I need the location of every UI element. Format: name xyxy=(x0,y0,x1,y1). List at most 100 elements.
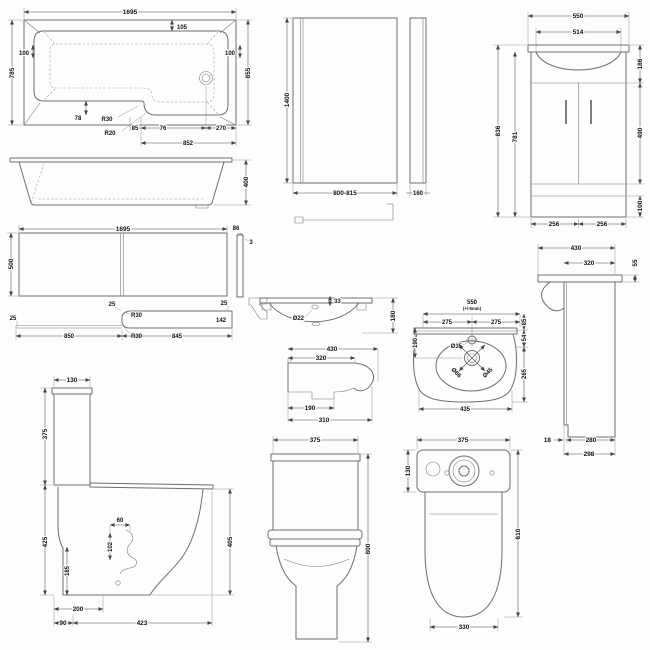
dim-vside-worktop: 55 xyxy=(632,259,639,267)
dim-vanity-plinth: 100 xyxy=(637,200,644,211)
vanity-front-dimensions: 550 514 836 781 186 490 100 256 256 xyxy=(493,12,645,229)
dim-tfront-width: 375 xyxy=(310,437,321,444)
screen-dimensions: 1400 800-815 160 xyxy=(283,17,430,198)
dim-tside-trap-width: 60 xyxy=(117,518,124,524)
dim-bfront-tap-offset: 33 xyxy=(334,299,341,305)
dim-bside-projection: 310 xyxy=(319,417,330,424)
dim-bath-depth-left: 785 xyxy=(9,67,16,78)
dim-bplan-edge-c: 265 xyxy=(522,368,528,379)
toilet-front-view: 375 800 xyxy=(267,436,373,643)
dim-bplan-back: 190 xyxy=(413,337,419,348)
panel-front-geometry xyxy=(18,232,244,298)
dim-tside-outlet: 200 xyxy=(73,606,84,613)
dim-vanity-height: 836 xyxy=(495,125,502,136)
dim-tplan-pan-width: 330 xyxy=(459,624,470,631)
dim-panel-edge: 86 xyxy=(233,226,240,232)
basin-side-dimensions: 430 320 190 310 xyxy=(287,345,379,425)
dim-screen-width: 800-815 xyxy=(333,190,357,197)
dim-panel-lip-mid: 25 xyxy=(109,302,116,308)
panel-plan-dimensions: 25 25 25 R30 R30 142 850 845 xyxy=(8,300,233,341)
dim-bside-ledge: 320 xyxy=(316,355,327,362)
bath-plan-geometry xyxy=(23,19,237,126)
basin-side-view: 430 320 190 310 xyxy=(287,345,379,425)
dim-vside-depth: 430 xyxy=(571,245,582,252)
shower-screen-view: 1400 800-815 160 xyxy=(283,17,430,224)
dim-tplan-width: 375 xyxy=(458,437,469,444)
panel-plan-geometry xyxy=(15,297,268,329)
dim-tside-cistern-depth: 130 xyxy=(67,377,78,384)
toilet-plan-geometry xyxy=(416,449,511,618)
dim-bath-radius-outer: R30 xyxy=(101,117,113,123)
dim-bside-depth: 430 xyxy=(327,346,338,353)
dim-panel-radius-top: R30 xyxy=(131,313,143,319)
dim-bath-waste-end: 270 xyxy=(216,126,227,132)
dim-tfront-height: 800 xyxy=(365,543,372,554)
dim-vside-door: 18 xyxy=(544,437,552,444)
dim-panel-lip-left: 25 xyxy=(10,316,17,322)
dim-panel-radius-bottom: R30 xyxy=(131,334,143,340)
bath-plan-dimensions: 1695 785 855 105 100 100 78 R30 R20 85 7… xyxy=(8,8,253,148)
dim-tside-projection: 423 xyxy=(137,620,148,627)
dim-screen-depth: 160 xyxy=(413,191,424,197)
dim-bplan-tolerance: (+/-5mm) xyxy=(463,306,482,311)
dim-tside-pan-height: 425 xyxy=(42,536,49,547)
dim-bfront-tap-hole: Ø22 xyxy=(293,316,305,322)
dim-bplan-half-left: 275 xyxy=(442,320,453,326)
dim-bath-shower-length: 852 xyxy=(183,141,194,147)
toilet-front-geometry xyxy=(267,453,363,640)
dim-bplan-edge-a: 85 xyxy=(522,318,528,325)
toilet-side-geometry xyxy=(51,387,214,596)
dim-bath-rim-right: 100 xyxy=(225,51,236,57)
bath-side-dimensions: 400 xyxy=(214,159,251,206)
dim-bath-rim-top: 105 xyxy=(177,25,188,31)
dim-vanity-cabinet-height: 781 xyxy=(512,131,519,142)
dim-tside-inlet: 185 xyxy=(65,565,71,576)
toilet-side-dimensions: 130 375 425 60 102 185 405 200 90 423 xyxy=(40,376,235,628)
dim-bplan-tap: Ø35 xyxy=(451,344,463,350)
vanity-side-dimensions: 430 320 55 18 280 298 xyxy=(537,244,640,459)
dim-bath-length: 1695 xyxy=(123,9,138,16)
dim-tside-seat-height: 405 xyxy=(227,536,234,547)
dim-vanity-door-right: 256 xyxy=(597,221,608,228)
bath-panel-front-view: 1695 500 86 3 xyxy=(7,225,255,298)
dim-bfront-height: 180 xyxy=(390,310,397,321)
dim-bplan-half-right: 275 xyxy=(491,320,502,326)
bath-side-view: 400 xyxy=(9,157,251,209)
dim-vside-cabinet-depth: 320 xyxy=(584,260,595,267)
vanity-side-view: 430 320 55 18 280 298 xyxy=(537,244,640,459)
dim-vanity-width: 550 xyxy=(573,13,584,20)
dim-bath-ledge: 78 xyxy=(75,116,82,122)
dim-bath-radius-inner: R20 xyxy=(104,131,116,137)
dim-vanity-door-left: 256 xyxy=(549,221,560,228)
dim-tside-offset: 90 xyxy=(59,620,67,627)
dim-tplan-cistern-depth: 130 xyxy=(405,465,412,476)
toilet-plan-dimensions: 375 130 610 330 xyxy=(403,436,523,632)
dim-bplan-waste-inner: Ø45 xyxy=(482,367,495,380)
dim-bath-height: 400 xyxy=(243,176,250,187)
dim-bplan-bowl-width: 435 xyxy=(460,407,471,413)
dim-panel-lip: 3 xyxy=(249,240,253,246)
toilet-plan-view: 375 130 610 330 xyxy=(403,436,523,632)
bath-side-geometry xyxy=(9,157,233,209)
dim-panel-return: 142 xyxy=(216,318,227,324)
dim-panel-span-right: 845 xyxy=(172,334,183,340)
dim-screen-height: 1400 xyxy=(284,92,291,107)
dim-bside-trap: 190 xyxy=(305,405,316,412)
dim-bath-rim-left: 100 xyxy=(19,51,30,57)
panel-front-dimensions: 1695 500 86 3 xyxy=(7,225,255,297)
basin-plan-dimensions: 550 (+/-5mm) 275 275 Ø35 Ø66 Ø45 190 85 … xyxy=(412,299,529,415)
vanity-front-geometry xyxy=(527,44,630,218)
dim-bath-step: 85 xyxy=(132,126,139,132)
dim-tside-cistern-height: 375 xyxy=(42,428,49,439)
dim-bplan-waste-outer: Ø66 xyxy=(450,367,463,380)
dim-vanity-door-height: 490 xyxy=(637,127,644,138)
dim-bath-to-waste: 76 xyxy=(160,126,167,132)
toilet-side-view: 130 375 425 60 102 185 405 200 90 423 xyxy=(40,376,235,628)
dim-vanity-basin-height: 186 xyxy=(637,58,644,69)
basin-front-dimensions: Ø22 33 180 xyxy=(291,295,398,334)
bath-plan-view: 1695 785 855 105 100 100 78 R30 R20 85 7… xyxy=(8,8,253,148)
dim-bplan-edge-b: 54 xyxy=(522,334,528,341)
toilet-front-dimensions: 375 800 xyxy=(272,436,373,643)
vanity-front-view: 550 514 836 781 186 490 100 256 256 xyxy=(493,12,645,229)
